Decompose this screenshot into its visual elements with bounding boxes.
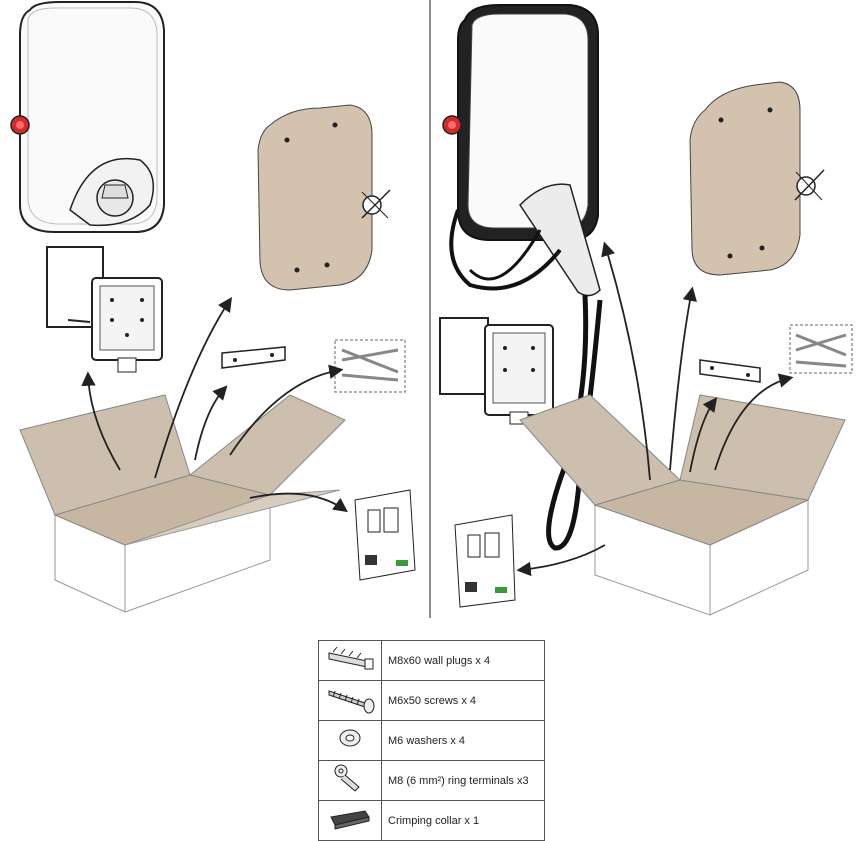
charger-unit-icon [10, 0, 165, 233]
hardware-bag-icon [334, 339, 406, 393]
parts-row: M8 (6 mm²) ring terminals x3 [318, 760, 545, 801]
parts-row: M6 washers x 4 [318, 720, 545, 761]
mounting-template-icon [257, 104, 391, 291]
parts-row: M8x60 wall plugs x 4 [318, 640, 545, 681]
right-panel-version-with-cable [439, 4, 853, 616]
screw-icon [318, 680, 382, 721]
user-manual-icon [454, 514, 516, 608]
parts-row: M6x50 screws x 4 [318, 680, 545, 721]
ring-terminal-icon [318, 760, 382, 801]
parts-label: M8 (6 mm²) ring terminals x3 [381, 760, 545, 801]
box-icon [19, 394, 346, 613]
parts-label: M8x60 wall plugs x 4 [381, 640, 545, 681]
box-icon [519, 394, 846, 616]
wall-plug-icon [318, 640, 382, 681]
parts-label: M6x50 screws x 4 [381, 680, 545, 721]
parts-list-table: M8x60 wall plugs x 4 M6x50 screws x 4 M6… [318, 640, 545, 841]
parts-row: Crimping collar x 1 [318, 800, 545, 841]
washer-icon [318, 720, 382, 761]
bracket-icon [221, 346, 286, 369]
gasket-icon [439, 317, 489, 395]
mounting-template-icon [689, 81, 825, 276]
left-panel-version-without-cable [10, 0, 416, 613]
unboxing-diagram [10, 0, 853, 618]
crimping-collar-icon [318, 800, 382, 841]
parts-label: Crimping collar x 1 [381, 800, 545, 841]
parts-label: M6 washers x 4 [381, 720, 545, 761]
back-plate-icon [67, 277, 163, 373]
bracket-icon [699, 359, 761, 383]
charger-with-cable-icon [442, 4, 613, 551]
back-plate-icon [484, 324, 554, 425]
user-manual-icon [354, 489, 416, 581]
hardware-bag-icon [789, 324, 853, 374]
